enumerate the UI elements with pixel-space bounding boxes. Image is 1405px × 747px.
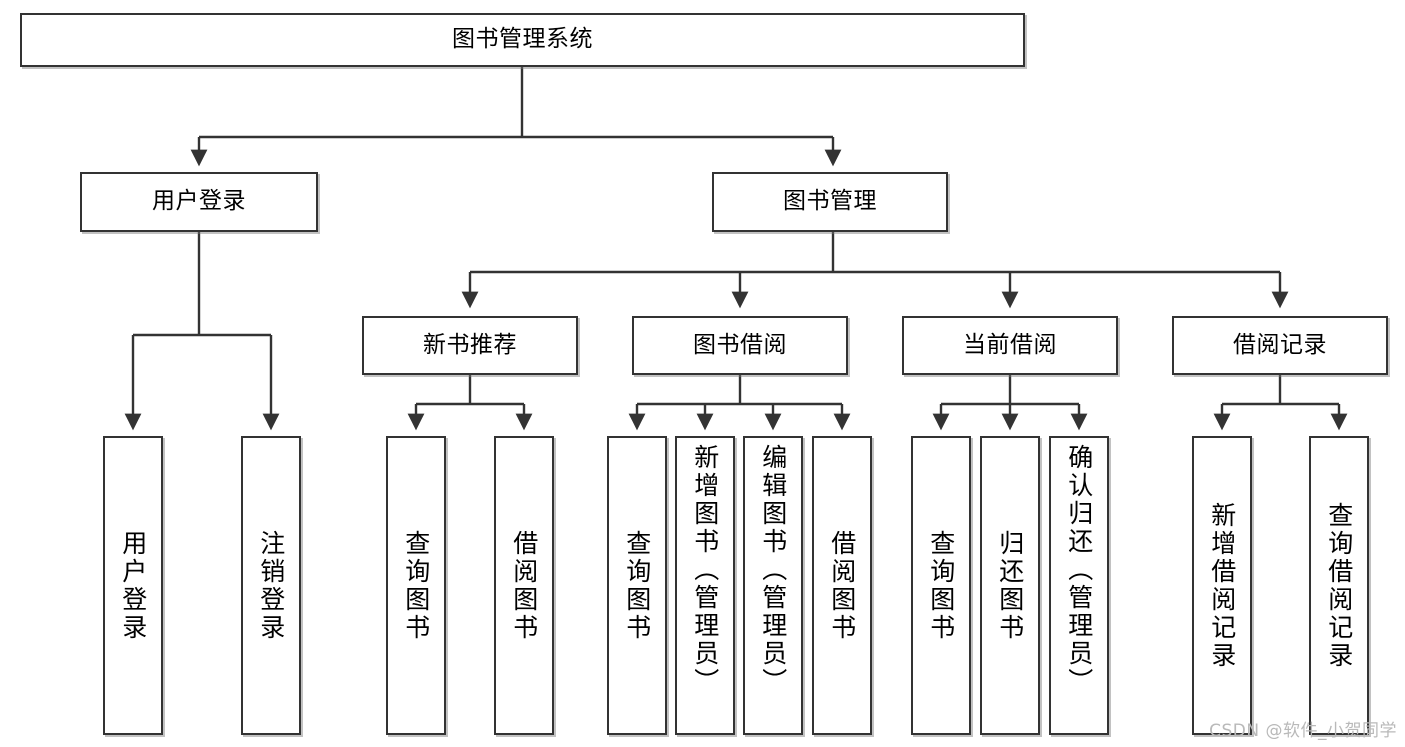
leaf-borrow-add[interactable]: 新增图书（管理员） — [675, 436, 735, 735]
csdn-watermark: CSDN @软件_小贺同学 — [1209, 721, 1397, 741]
node-user-login[interactable]: 用户登录 — [80, 172, 318, 232]
node-root[interactable]: 图书管理系统 — [20, 13, 1025, 67]
leaf-borrow-query[interactable]: 查询图书 — [607, 436, 667, 735]
node-borrow-records-label: 借阅记录 — [1233, 331, 1327, 358]
leaf-borrow-edit-label: 编辑图书（管理员） — [758, 444, 788, 696]
node-new-book-recommend[interactable]: 新书推荐 — [362, 316, 578, 375]
leaf-current-return-label: 归还图书 — [995, 529, 1025, 642]
node-book-borrow[interactable]: 图书借阅 — [632, 316, 848, 375]
node-borrow-records[interactable]: 借阅记录 — [1172, 316, 1388, 375]
node-current-borrow-label: 当前借阅 — [963, 331, 1057, 358]
leaf-user-login-label: 用户登录 — [118, 529, 148, 642]
leaf-newbook-query-label: 查询图书 — [401, 529, 431, 642]
leaf-user-login[interactable]: 用户登录 — [103, 436, 163, 735]
leaf-records-add[interactable]: 新增借阅记录 — [1192, 436, 1252, 735]
node-book-management[interactable]: 图书管理 — [712, 172, 948, 232]
leaf-borrow-add-label: 新增图书（管理员） — [690, 444, 720, 696]
leaf-newbook-query[interactable]: 查询图书 — [386, 436, 446, 735]
leaf-borrow-query-label: 查询图书 — [622, 529, 652, 642]
node-new-book-recommend-label: 新书推荐 — [423, 331, 517, 358]
node-book-management-label: 图书管理 — [783, 188, 877, 215]
leaf-current-query-label: 查询图书 — [926, 529, 956, 642]
leaf-records-add-label: 新增借阅记录 — [1207, 501, 1237, 670]
node-current-borrow[interactable]: 当前借阅 — [902, 316, 1118, 375]
leaf-user-logout-label: 注销登录 — [256, 529, 286, 642]
leaf-current-confirm[interactable]: 确认归还（管理员） — [1049, 436, 1109, 735]
leaf-current-query[interactable]: 查询图书 — [911, 436, 971, 735]
leaf-newbook-borrow-label: 借阅图书 — [509, 529, 539, 642]
leaf-records-query-label: 查询借阅记录 — [1324, 501, 1354, 670]
node-user-login-label: 用户登录 — [152, 188, 246, 215]
leaf-newbook-borrow[interactable]: 借阅图书 — [494, 436, 554, 735]
leaf-user-logout[interactable]: 注销登录 — [241, 436, 301, 735]
leaf-borrow-edit[interactable]: 编辑图书（管理员） — [743, 436, 803, 735]
leaf-current-confirm-label: 确认归还（管理员） — [1064, 444, 1094, 696]
node-book-borrow-label: 图书借阅 — [693, 331, 787, 358]
leaf-records-query[interactable]: 查询借阅记录 — [1309, 436, 1369, 735]
node-root-label: 图书管理系统 — [452, 26, 593, 53]
leaf-borrow-lend-label: 借阅图书 — [827, 529, 857, 642]
leaf-current-return[interactable]: 归还图书 — [980, 436, 1040, 735]
leaf-borrow-lend[interactable]: 借阅图书 — [812, 436, 872, 735]
